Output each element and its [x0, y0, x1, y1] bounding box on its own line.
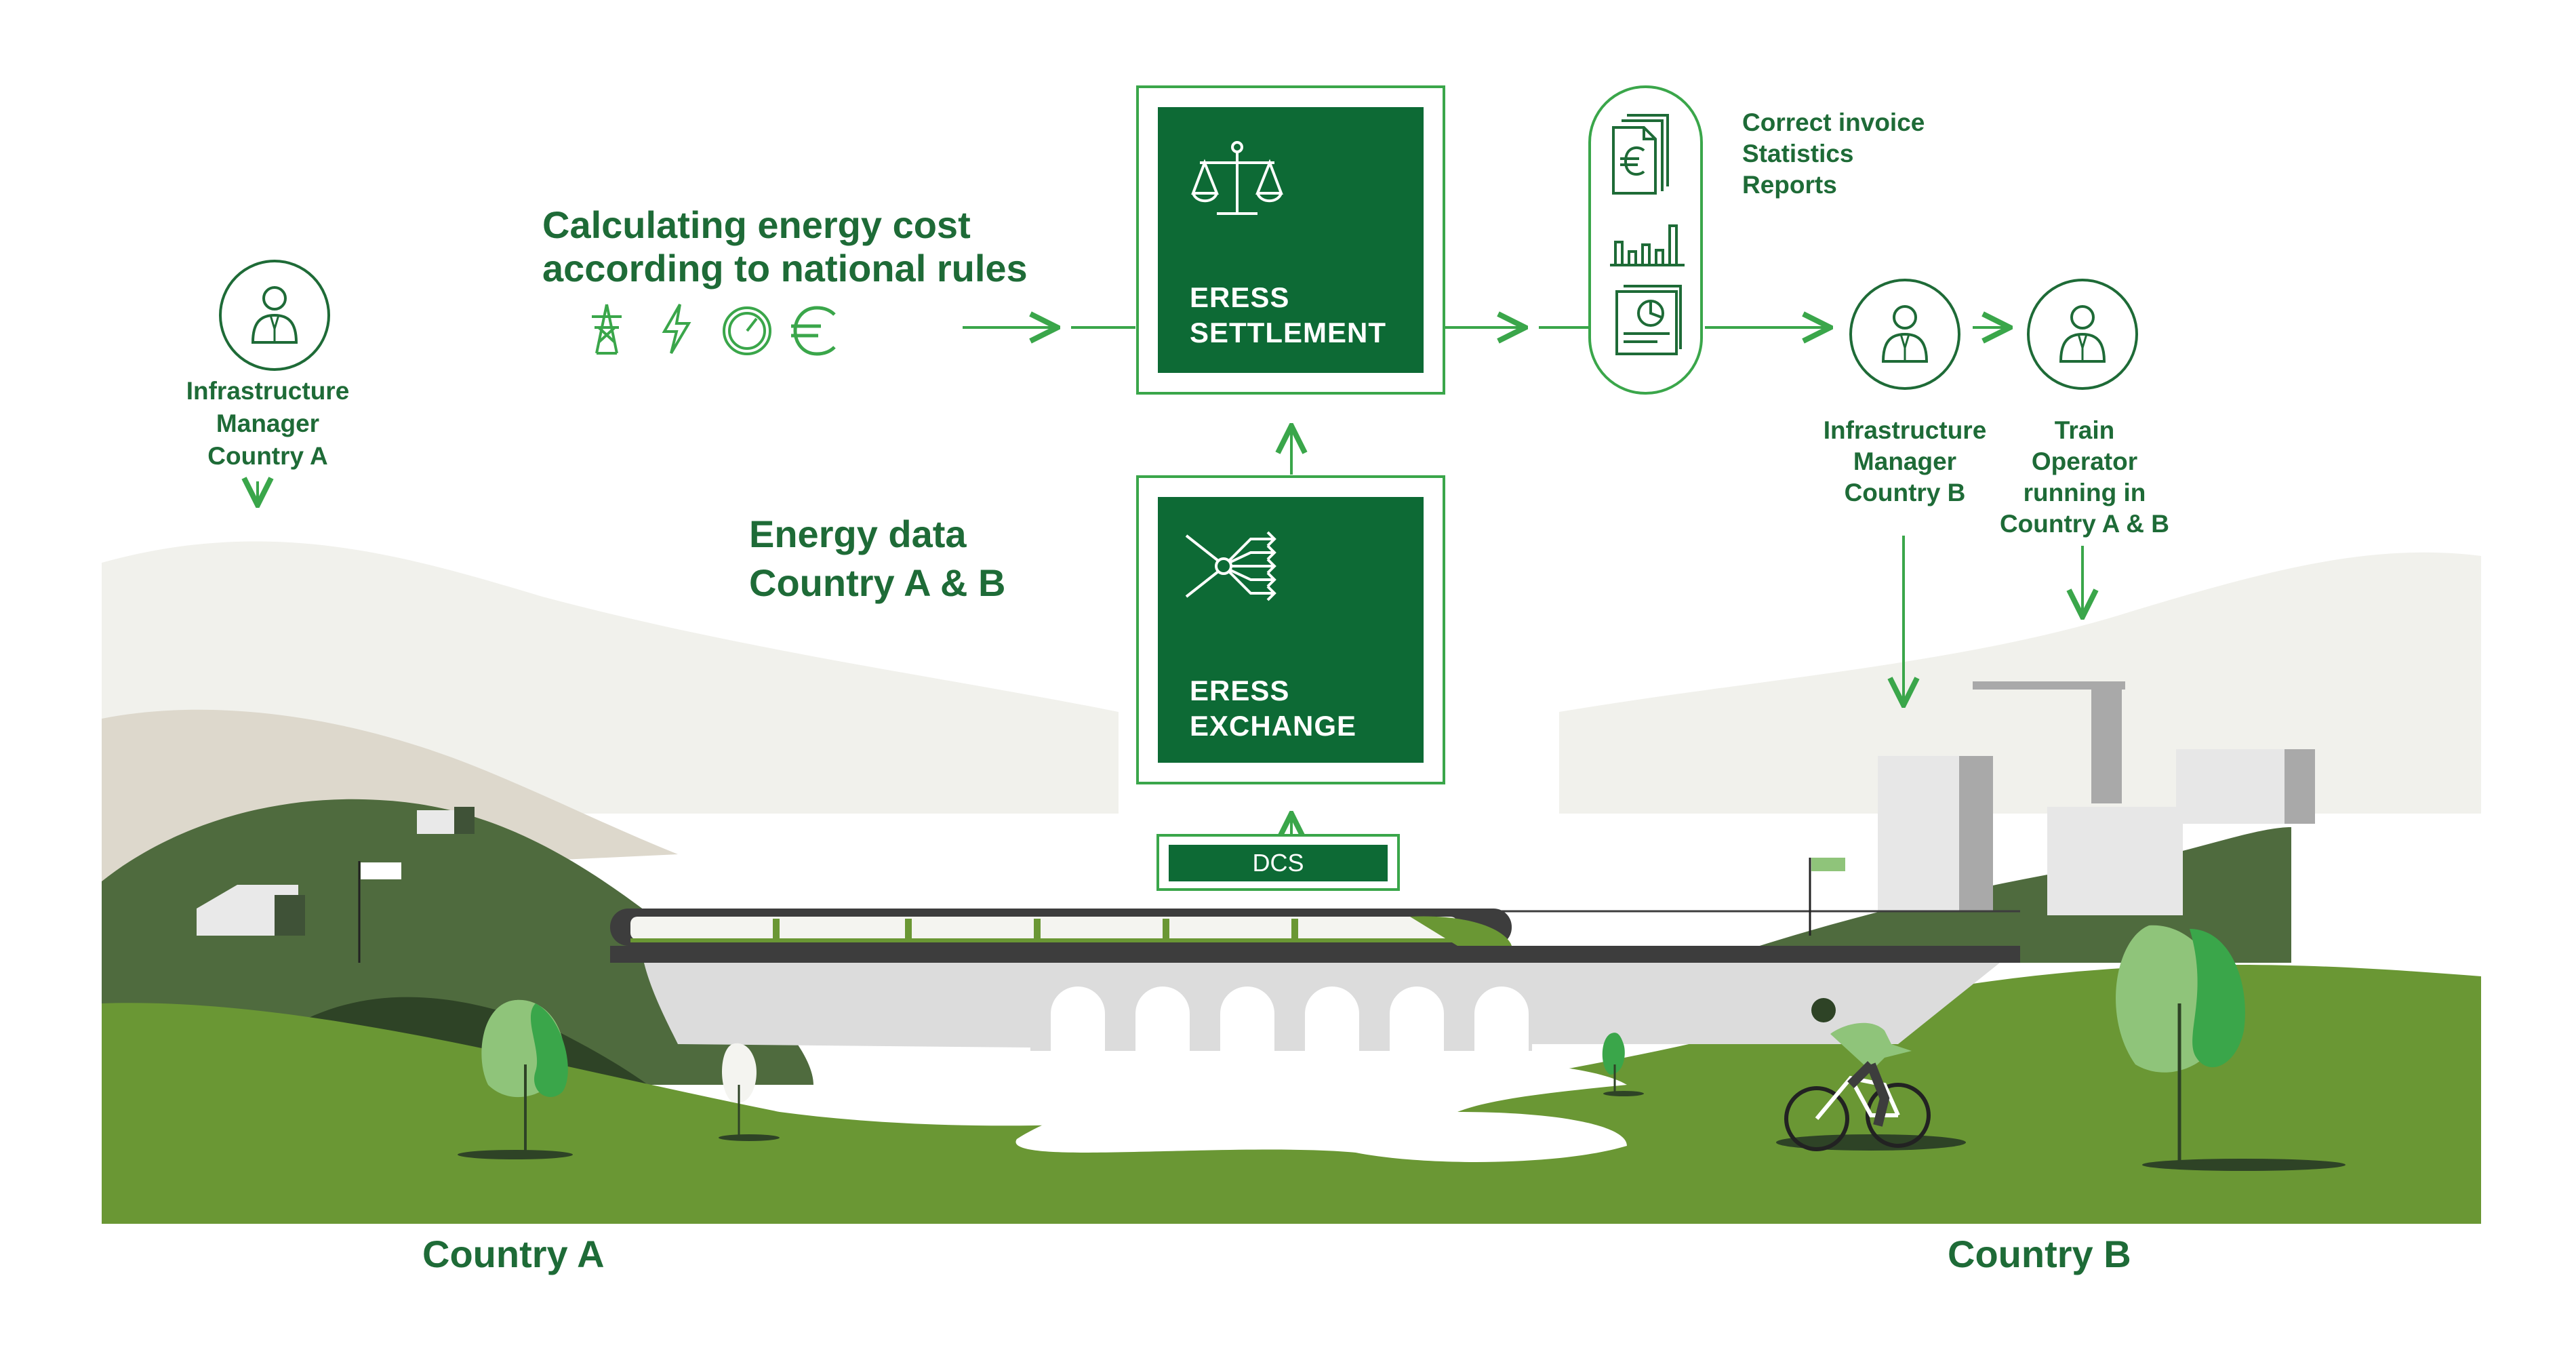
train-operator-label: Train Operator running in Country A & B [1999, 416, 2170, 538]
euro-icon [791, 306, 836, 356]
tree-right-large [2116, 925, 2346, 1171]
country-b-label: Country B [1948, 1233, 2131, 1275]
calculation-label: Calculating energy cost according to nat… [542, 203, 1028, 290]
invoice-euro-icon [1612, 114, 1669, 195]
im-country-a-label: Infrastructure Manager Country A [186, 377, 350, 470]
outputs-label: Correct invoice Statistics Reports [1742, 108, 1925, 199]
dcs-label-wrap: DCS [1169, 845, 1388, 881]
tree-center-small [1602, 1033, 1644, 1096]
factory-roof [1973, 681, 2125, 690]
bar-chart-icon [1610, 224, 1685, 266]
flag-left [358, 861, 401, 963]
dcs-label: DCS [1252, 849, 1304, 877]
gauge-icon [723, 306, 771, 355]
viaduct-deck [610, 946, 2020, 963]
viaduct-arches [1051, 986, 1529, 1051]
person-icon [251, 286, 298, 344]
settlement-box-fill [1158, 107, 1424, 373]
factory-block-1-side [1959, 756, 1993, 912]
power-pylon-icon [592, 304, 622, 355]
dcs-box-fill [1169, 845, 1388, 881]
cyclist [1776, 998, 1966, 1151]
im-country-b-label: Infrastructure Manager Country B [1823, 416, 1987, 506]
network-branch-icon [1185, 531, 1276, 601]
house-left-small [417, 807, 475, 834]
train [610, 909, 2020, 946]
river [1015, 1058, 1627, 1162]
country-a-label: Country A [422, 1233, 605, 1275]
person-icon [2059, 305, 2106, 363]
tree-left-large [458, 999, 573, 1159]
settlement-box-label: ERESS SETTLEMENT [1190, 281, 1386, 348]
energy-data-label: Energy data Country A & B [749, 513, 1006, 604]
lightning-icon [662, 304, 691, 355]
factory-block-3-side [2285, 749, 2315, 824]
exchange-box-fill [1158, 497, 1424, 763]
report-icon [1615, 285, 1682, 355]
flag-right [1809, 858, 1845, 936]
factory-block-3 [2176, 749, 2305, 824]
viaduct-arches-wall [1030, 983, 1532, 1051]
factory-block-2 [2047, 807, 2183, 915]
chimney [2091, 681, 2122, 803]
person-icon [1881, 305, 1929, 363]
house-left-large [197, 885, 305, 936]
exchange-box-label: ERESS EXCHANGE [1190, 675, 1357, 742]
tree-left-small [719, 1043, 780, 1141]
balance-scale-icon [1191, 141, 1283, 215]
